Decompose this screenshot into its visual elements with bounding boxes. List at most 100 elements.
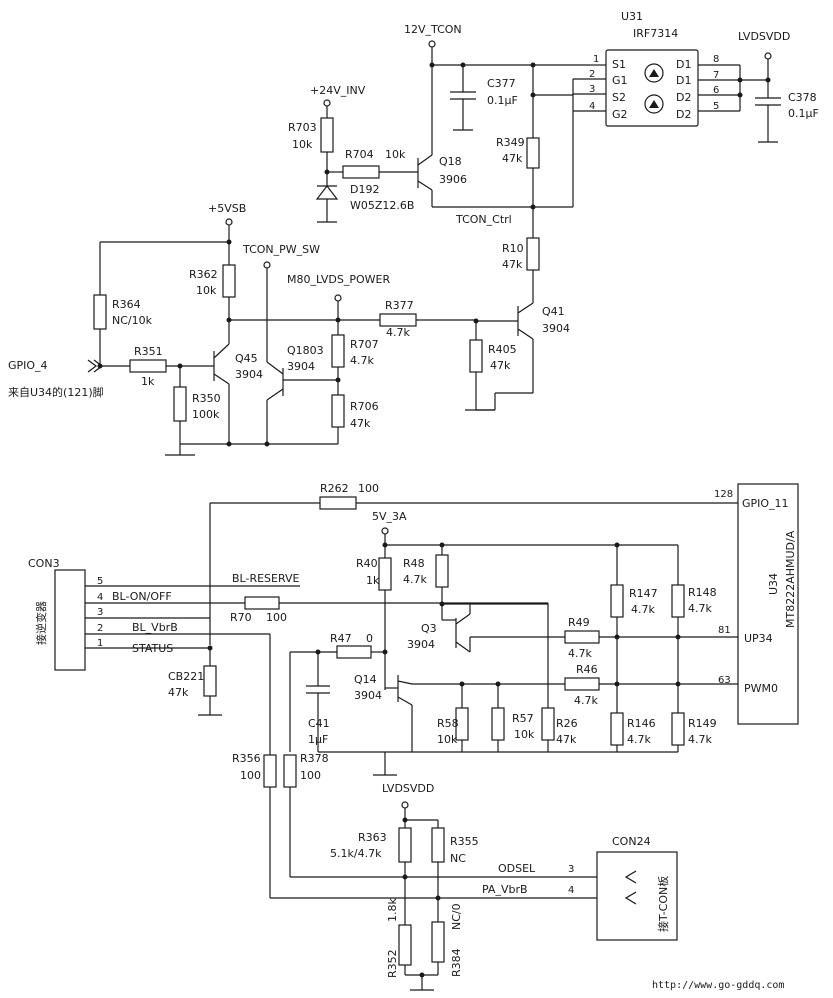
c378-ref: C378	[788, 91, 817, 104]
u31-pin1-num: 1	[593, 54, 599, 65]
d192-value: W05Z12.6B	[350, 199, 414, 212]
transistor-q3: Q3 3904	[407, 603, 565, 653]
net-m80-lvds-power: M80_LVDS_POWER R377 4.7k R707 4.7k R706 …	[229, 273, 476, 444]
r707-value: 4.7k	[350, 354, 374, 367]
c378-value: 0.1μF	[788, 107, 819, 120]
resistor-r147: R147 4.7k	[610, 545, 658, 713]
r149-ref: R149	[688, 717, 717, 730]
lvdsvdd-bottom-label: LVDSVDD	[382, 782, 434, 795]
q3-ref: Q3	[421, 622, 437, 635]
transistor-q41: Q41 3904 R405 47k	[465, 302, 570, 411]
r262-value: 100	[358, 482, 379, 495]
cb221-value: 47k	[168, 686, 189, 699]
r362-ref: R362	[189, 268, 218, 281]
r40-ref: R40	[356, 557, 378, 570]
r146-ref: R146	[627, 717, 656, 730]
resistor-r363: R363 5.1k/4.7k	[330, 820, 412, 925]
con3-pin3: 3	[97, 607, 103, 618]
resistor-r47: R47 0	[289, 632, 388, 752]
r377-ref: R377	[385, 299, 414, 312]
r58-value: 10k	[437, 733, 458, 746]
r378-value: 100	[300, 769, 321, 782]
r356-ref: R356	[232, 752, 261, 765]
rail-12v-tcon-label: 12V_TCON	[404, 23, 462, 36]
u34-pin128-num: 128	[714, 489, 733, 500]
r703-value: 10k	[292, 138, 313, 151]
r352-value: 1.8k	[386, 898, 399, 922]
r10-value: 47k	[502, 258, 523, 271]
u31-pin2-num: 2	[589, 69, 595, 80]
transistor-q1803: Q1803 3904	[266, 344, 338, 444]
u34-pin63-name: PWM0	[744, 682, 778, 695]
r350-value: 100k	[192, 408, 220, 421]
transistor-q14: Q14 3904	[354, 672, 565, 776]
u34-pin128-name: GPIO_11	[742, 497, 789, 510]
u31-pin3-num: 3	[589, 84, 595, 95]
resistor-r352: R352 1.8k	[386, 898, 438, 978]
r405-ref: R405	[488, 343, 517, 356]
r377-value: 4.7k	[386, 326, 410, 339]
con24-desc: 接T-CON板	[656, 876, 670, 932]
r355-value: NC	[450, 852, 466, 865]
d192-ref: D192	[350, 183, 379, 196]
r349-value: 47k	[502, 152, 523, 165]
gpio4-note: 来自U34的(121)脚	[8, 385, 104, 399]
u31-pin8-num: 8	[713, 54, 719, 65]
r49-value: 4.7k	[568, 647, 592, 660]
r351-value: 1k	[141, 375, 155, 388]
r706-value: 47k	[350, 417, 371, 430]
u34-pin81-num: 81	[718, 625, 731, 636]
resistor-r48: R48 4.7k	[403, 545, 449, 620]
r706-ref: R706	[350, 400, 379, 413]
rail-lvdsvdd-top: LVDSVDD C378 0.1μF	[738, 30, 819, 143]
r57-value: 10k	[514, 728, 535, 741]
q1803-ref: Q1803	[287, 344, 324, 357]
resistor-r149: R149 4.7k	[671, 712, 717, 752]
net-tcon-ctrl: TCON_Ctrl R10 47k	[455, 207, 540, 303]
r70-value: 100	[266, 611, 287, 624]
rail-5v3a-label: 5V_3A	[372, 510, 407, 523]
u31-pin1-name: S1	[612, 58, 626, 71]
resistor-r262: R262 100	[209, 482, 738, 645]
c377-value: 0.1μF	[487, 94, 518, 107]
u31-pin7-num: 7	[713, 70, 719, 81]
r707-ref: R707	[350, 338, 379, 351]
r262-ref: R262	[320, 482, 349, 495]
con3-pin5: 5	[97, 576, 103, 587]
rail-24v-inv: +24V_INV R703 10k R704 10k D192 W05Z12.6…	[288, 84, 418, 223]
u31-pin4-num: 4	[589, 101, 595, 112]
ic-u31: U31 IRF7314 1 2 3 4 S1 G1 S2 G2 D1 D1 D2…	[573, 10, 768, 127]
q14-value: 3904	[354, 689, 382, 702]
r40-value: 1k	[366, 574, 380, 587]
r47-value: 0	[366, 632, 373, 645]
q18-value: 3906	[439, 173, 467, 186]
ic-u34: GPIO_11 UP34 PWM0 U34 MT8222AHMUD/A 128 …	[714, 483, 799, 725]
resistor-r40: R40 1k	[356, 545, 392, 672]
u34-pin63-num: 63	[718, 675, 731, 686]
resistor-r349: R349 47k	[496, 65, 574, 207]
con3-pin4: 4	[97, 592, 103, 603]
watermark-text: http://www.go-gddq.com	[652, 980, 784, 991]
q45-value: 3904	[235, 368, 263, 381]
q1803-value: 3904	[287, 360, 315, 373]
bl-onoff-label: BL-ON/OFF	[112, 590, 172, 603]
resistor-r46: R46 4.7k	[564, 663, 738, 707]
r364-ref: R364	[112, 298, 141, 311]
r378-ref: R378	[300, 752, 329, 765]
capacitor-c377: C377 0.1μF	[450, 65, 518, 131]
r355-ref: R355	[450, 835, 479, 848]
rail-5vsb-label: +5VSB	[208, 202, 246, 215]
con3-pin2: 2	[97, 623, 103, 634]
r350-ref: R350	[192, 392, 221, 405]
r26-ref: R26	[556, 717, 578, 730]
q3-value: 3904	[407, 638, 435, 651]
status-label: STATUS	[132, 642, 173, 655]
q41-ref: Q41	[542, 305, 565, 318]
resistor-r355: R355 NC	[431, 820, 479, 922]
r49-ref: R49	[568, 616, 590, 629]
con3-ref: CON3	[28, 557, 60, 570]
r352-ref: R352	[386, 949, 399, 978]
rail-12v-tcon: 12V_TCON	[404, 23, 590, 68]
r10-ref: R10	[502, 242, 524, 255]
